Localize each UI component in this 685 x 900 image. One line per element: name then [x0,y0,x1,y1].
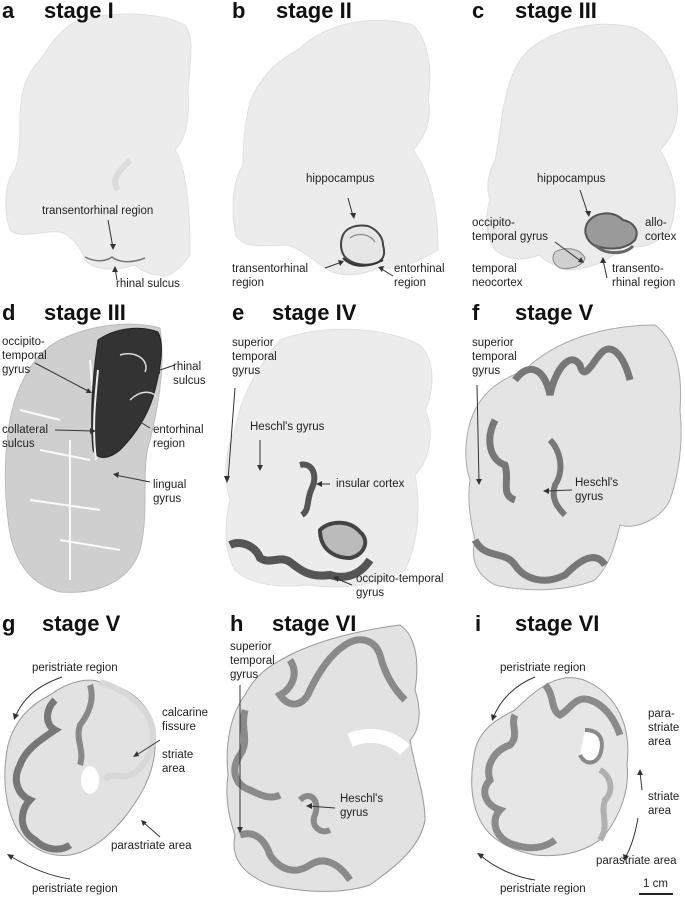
annotation-lingual-gyrus: lingual gyrus [153,479,187,505]
annotation-heschls-gyrus: Heschl's gyrus [575,477,619,503]
brain-section-g [4,676,161,880]
panel-title: stage V [515,300,594,325]
annotation-superior-temporal-gyrus: superior temporal gyrus [230,641,275,681]
brain-section-h [226,624,426,892]
annotation-collateral-sulcus: collateral sulcus [2,424,49,450]
annotation-parastriate-area-side: para- striate area [648,708,680,748]
annotation-occipito-temporal-gyrus: occipito- temporal gyrus [472,217,549,243]
panel-b: b stage II hippocampus transentorhinal r… [228,0,456,300]
scale-bar-label: 1 cm [643,878,668,890]
annotation-transentorhinal-region: transento- rhinal region [612,263,676,289]
annotation-transentorhinal-region: transentorhinal region [232,263,309,289]
annotation-occipito-temporal-gyrus: occipito- temporal gyrus [2,336,47,376]
panel-letter: i [475,611,482,636]
annotation-entorhinal-region: entorhinal region [153,424,204,450]
annotation-heschls-gyrus: Heschl's gyrus [340,793,384,819]
annotation-superior-temporal-gyrus: superior temporal gyrus [472,337,517,377]
panel-e: e stage IV superior temporal gyrus Hesch… [220,300,460,600]
annotation-transentorhinal-region: transentorhinal region [42,205,154,217]
panel-a: a stage I transentorhinal region rhinal … [0,0,228,300]
annotation-insular-cortex: insular cortex [336,478,405,490]
panel-g: g stage V peristriate region calcarine f… [0,600,228,900]
panel-d: d stage III occipito- temporal gyrus rhi… [0,300,228,600]
scale-bar [639,893,673,895]
annotation-hippocampus: hippocampus [537,173,606,185]
annotation-striate-area: striate area [162,749,194,775]
panel-title: stage III [515,0,597,23]
brain-section-b [232,19,439,277]
brain-section-e [224,328,433,588]
panel-letter: g [2,611,16,636]
annotation-calcarine-fissure: calcarine fissure [162,707,209,733]
brain-section-a [5,13,192,281]
brain-section-f [465,324,682,591]
annotation-occipito-temporal-gyrus: occipito-temporal gyrus [356,573,444,599]
annotation-heschls-gyrus: Heschl's gyrus [250,421,325,433]
panel-letter: a [2,0,15,23]
panel-title: stage VI [272,611,357,636]
panel-title: stage V [42,611,121,636]
annotation-peristriate-region-top: peristriate region [32,662,118,674]
panel-letter: c [472,0,485,23]
annotation-parastriate-area-bottom: parastriate area [596,855,677,867]
panel-i: i stage VI peristriate region para- stri… [455,600,685,900]
panel-letter: b [232,0,246,23]
annotation-striate-area: striate area [648,791,680,817]
panel-title: stage III [44,300,126,325]
panel-title: stage II [276,0,352,23]
panel-letter: h [230,611,244,636]
annotation-allocortex: allo- cortex [645,217,677,243]
panel-c: c stage III hippocampus occipito- tempor… [455,0,685,300]
panel-h: h stage VI superior temporal gyrus Hesch… [210,600,460,900]
brain-section-c [486,23,679,279]
annotation-superior-temporal-gyrus: superior temporal gyrus [232,337,277,377]
brain-section-d [4,323,176,593]
annotation-peristriate-region-bottom: peristriate region [32,883,118,895]
annotation-peristriate-region-bottom: peristriate region [500,883,586,895]
panel-title: stage VI [515,611,600,636]
panel-title: stage I [44,0,114,23]
panel-letter: e [232,300,245,325]
annotation-parastriate-area: parastriate area [111,840,192,852]
brain-section-i [471,676,643,881]
annotation-peristriate-region-top: peristriate region [500,662,586,674]
panel-letter: d [2,300,16,325]
panel-letter: f [472,300,480,325]
annotation-rhinal-sulcus: rhinal sulcus [173,361,206,387]
panel-f: f stage V superior temporal gyrus Heschl… [455,300,685,600]
panel-title: stage IV [272,300,357,325]
annotation-temporal-neocortex: temporal neocortex [472,263,523,289]
annotation-rhinal-sulcus: rhinal sulcus [116,278,180,290]
annotation-entorhinal-region: entorhinal region [394,263,445,289]
annotation-hippocampus: hippocampus [306,173,375,185]
